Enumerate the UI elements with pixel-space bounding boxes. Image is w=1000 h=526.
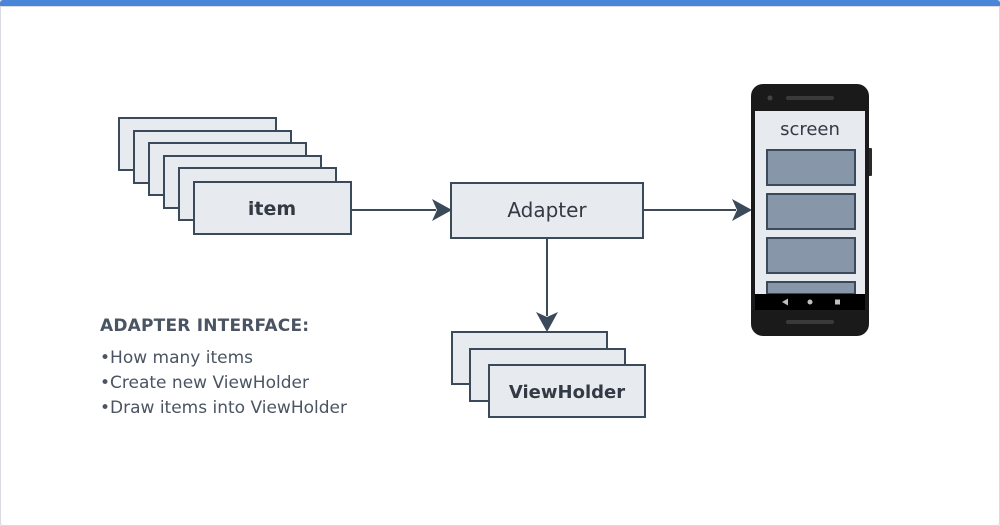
- screen-list-item: [766, 149, 856, 186]
- adapter-label: Adapter: [507, 198, 587, 222]
- item-label: item: [248, 198, 296, 220]
- arrowhead-adapter-to-viewholder: [536, 312, 558, 332]
- viewholder-label: ViewHolder: [509, 382, 625, 403]
- list-item: Draw items into ViewHolder: [100, 396, 347, 421]
- screen-list-item-partial: [766, 281, 856, 295]
- adapter-interface-list: How many items Create new ViewHolder Dra…: [100, 346, 347, 421]
- list-item: Create new ViewHolder: [100, 371, 347, 396]
- camera-icon: [767, 95, 773, 101]
- screen-list-item: [766, 193, 856, 230]
- screen-label: screen: [780, 119, 840, 140]
- home-icon: [807, 299, 813, 305]
- viewholder-card-front: [488, 364, 646, 418]
- speaker-grille: [786, 96, 834, 100]
- item-card-front: [193, 181, 352, 235]
- viewholder-stack: ViewHolder: [451, 331, 646, 418]
- screen-list-item: [766, 237, 856, 274]
- list-item: How many items: [100, 346, 347, 371]
- back-icon: [782, 298, 788, 306]
- adapter-interface-title: ADAPTER INTERFACE:: [100, 316, 310, 336]
- recents-icon: [835, 299, 840, 305]
- arrowhead-item-to-adapter: [432, 199, 452, 221]
- arrowhead-adapter-to-screen: [732, 199, 752, 221]
- item-stack: item: [118, 117, 352, 235]
- bottom-speaker: [786, 320, 834, 324]
- phone-device: screen: [751, 84, 872, 336]
